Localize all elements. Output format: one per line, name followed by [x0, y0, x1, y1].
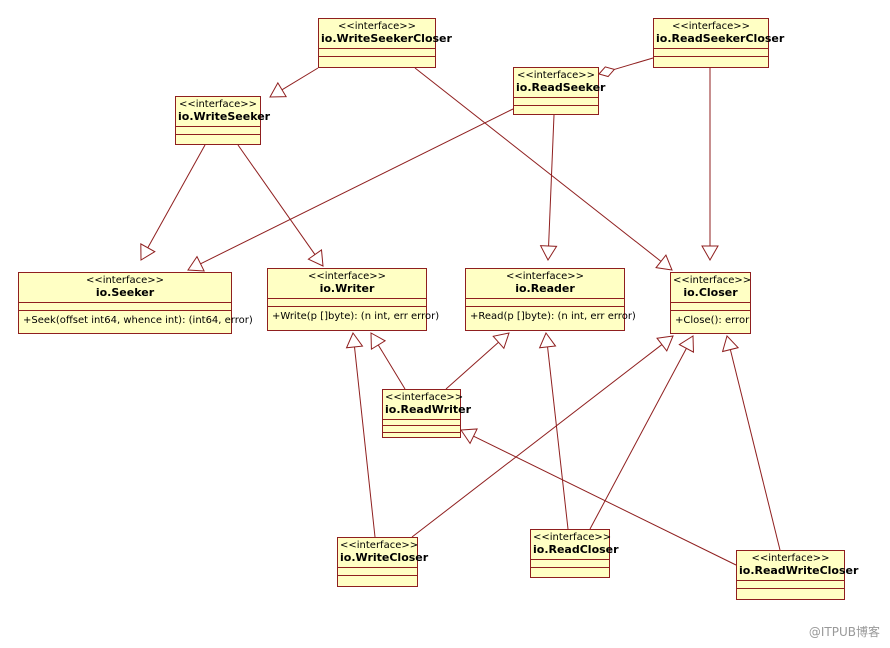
generalization-arrowhead — [721, 335, 740, 353]
generalization-arrowhead — [539, 245, 558, 262]
class-box-reader[interactable]: <<interface>> io.Reader +Read(p []byte):… — [465, 268, 636, 331]
relation-write-closer-to-closer — [411, 335, 674, 538]
generalization-arrowhead — [345, 331, 364, 349]
relation-read-closer-to-closer — [589, 335, 694, 530]
operation-seek: +Seek(offset int64, whence int): (int64,… — [23, 315, 253, 326]
attributes-compartment — [19, 303, 231, 311]
operations-compartment — [176, 135, 260, 142]
stereotype-label: <<interface>> — [340, 540, 419, 551]
attributes-compartment — [338, 568, 417, 576]
stereotype-label: <<interface>> — [85, 275, 165, 286]
operation-close: +Close(): error — [675, 315, 750, 326]
attributes-compartment — [737, 581, 844, 589]
relation-read-seeker-closer-to-read-seeker — [598, 57, 654, 78]
class-name: io.WriteSeeker — [178, 110, 271, 123]
operation-read: +Read(p []byte): (n int, err error) — [470, 311, 636, 322]
attributes-compartment — [319, 49, 435, 57]
class-name: io.ReadWriteCloser — [739, 564, 859, 577]
relation-read-write-closer-to-read-writer — [460, 428, 737, 566]
class-box-read-writer[interactable]: <<interface>> io.ReadWriter — [382, 389, 472, 438]
attributes-compartment — [531, 560, 609, 568]
generalization-arrowhead — [187, 255, 205, 272]
class-box-read-write-closer[interactable]: <<interface>> io.ReadWriteCloser — [736, 550, 859, 600]
generalization-arrowhead — [655, 254, 673, 271]
class-box-read-seeker-closer[interactable]: <<interface>> io.ReadSeekerCloser — [653, 18, 785, 68]
generalization-arrowhead — [492, 332, 510, 350]
generalization-arrowhead — [538, 331, 557, 349]
class-name: io.ReadSeekerCloser — [656, 32, 785, 45]
class-box-write-seeker-closer[interactable]: <<interface>> io.WriteSeekerCloser — [318, 18, 452, 68]
class-name: io.ReadSeeker — [516, 81, 606, 94]
class-name: io.WriteCloser — [340, 551, 429, 564]
class-name: io.Writer — [319, 282, 375, 295]
operations-compartment — [338, 576, 417, 583]
class-box-write-seeker[interactable]: <<interface>> io.WriteSeeker — [175, 96, 271, 145]
attributes-compartment — [383, 420, 460, 427]
stereotype-label: <<interface>> — [505, 271, 585, 282]
operations-compartment — [737, 589, 844, 596]
generalization-arrowhead — [460, 428, 478, 445]
class-name: io.ReadWriter — [385, 403, 472, 416]
relation-read-closer-to-reader — [538, 331, 569, 530]
class-box-read-closer[interactable]: <<interface>> io.ReadCloser — [530, 529, 619, 578]
relation-write-seeker-closer-to-write-seeker — [269, 67, 319, 98]
relation-read-seeker-closer-to-closer — [701, 68, 719, 262]
class-name: io.Seeker — [95, 286, 155, 299]
stereotype-label: <<interface>> — [337, 21, 417, 32]
relation-write-seeker-closer-to-closer — [414, 67, 673, 271]
class-box-write-closer[interactable]: <<interface>> io.WriteCloser — [337, 537, 429, 587]
operation-write: +Write(p []byte): (n int, err error) — [272, 311, 440, 322]
relation-read-writer-to-reader — [445, 332, 510, 390]
relation-write-seeker-to-writer — [237, 144, 324, 267]
generalization-arrowhead — [140, 243, 156, 261]
stereotype-label: <<interface>> — [673, 275, 752, 286]
attributes-compartment — [268, 299, 426, 307]
stereotype-label: <<interface>> — [178, 99, 258, 110]
class-box-writer[interactable]: <<interface>> io.Writer +Write(p []byte)… — [267, 268, 440, 331]
attributes-compartment — [654, 49, 768, 57]
relation-read-seeker-to-reader — [539, 114, 558, 262]
relation-read-write-closer-to-closer — [721, 335, 781, 551]
generalization-arrowhead — [370, 332, 387, 350]
stereotype-label: <<interface>> — [671, 21, 751, 32]
attributes-compartment — [466, 299, 624, 307]
extra-compartment — [383, 431, 460, 438]
stereotype-label: <<interface>> — [533, 532, 612, 543]
operations-compartment — [531, 568, 609, 575]
generalization-arrowhead — [307, 249, 324, 267]
class-name: io.Closer — [683, 286, 738, 299]
stereotype-label: <<interface>> — [751, 553, 830, 564]
operations-compartment — [514, 106, 598, 113]
relation-write-seeker-to-seeker — [140, 144, 206, 261]
attributes-compartment — [514, 98, 598, 106]
class-box-read-seeker[interactable]: <<interface>> io.ReadSeeker — [513, 67, 606, 115]
generalization-arrowhead — [656, 335, 674, 352]
watermark: @ITPUB博客 — [808, 625, 880, 639]
attributes-compartment — [671, 303, 750, 311]
operations-compartment — [319, 57, 435, 64]
aggregation-diamond — [598, 66, 616, 78]
class-name: io.ReadCloser — [533, 543, 619, 556]
class-box-seeker[interactable]: <<interface>> io.Seeker +Seek(offset int… — [18, 272, 253, 334]
generalization-arrowhead — [678, 335, 694, 353]
class-name: io.WriteSeekerCloser — [321, 32, 452, 45]
generalization-arrowhead — [269, 81, 287, 98]
class-name: io.Reader — [515, 282, 575, 295]
relation-read-seeker-to-seeker — [187, 108, 514, 272]
class-box-closer[interactable]: <<interface>> io.Closer +Close(): error — [670, 272, 751, 334]
stereotype-label: <<interface>> — [385, 392, 464, 403]
stereotype-label: <<interface>> — [516, 70, 596, 81]
attributes-compartment — [176, 127, 260, 135]
generalization-arrowhead — [701, 245, 719, 262]
operations-compartment — [654, 57, 768, 64]
relation-write-closer-to-writer — [345, 331, 376, 538]
stereotype-label: <<interface>> — [307, 271, 387, 282]
relation-read-writer-to-writer — [370, 332, 406, 390]
